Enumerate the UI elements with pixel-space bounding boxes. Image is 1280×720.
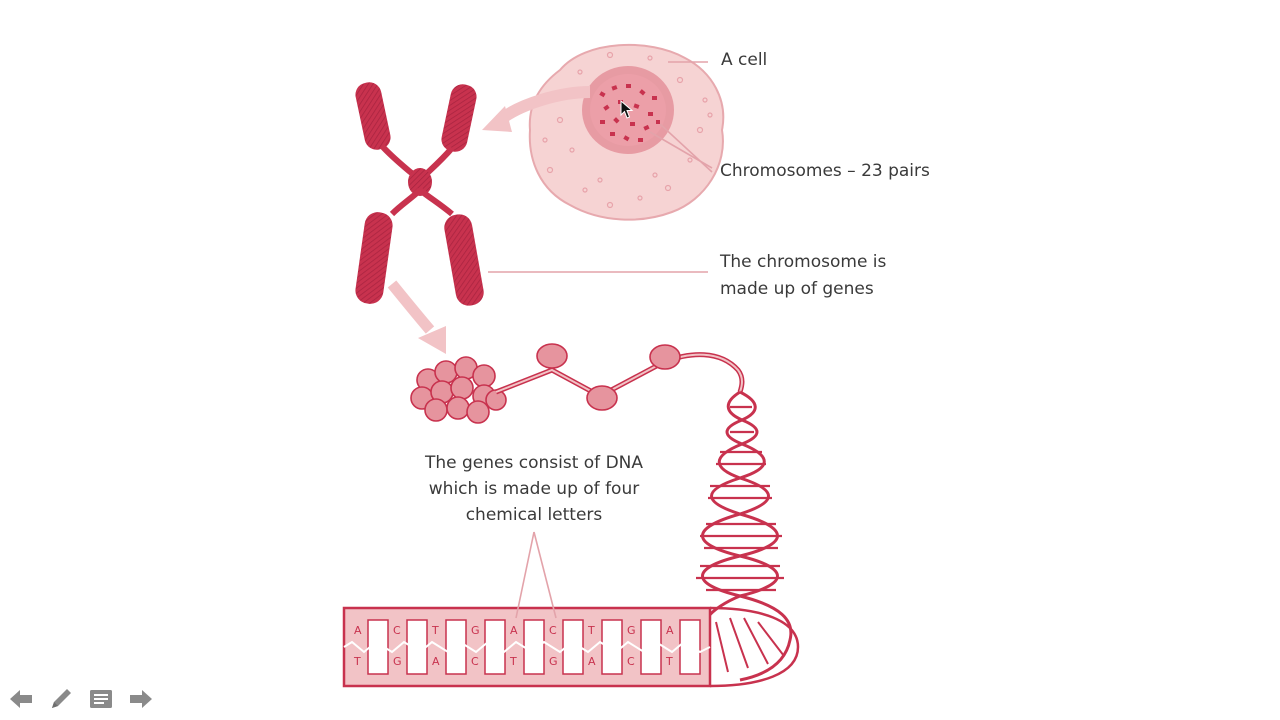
previous-slide-button[interactable] xyxy=(6,684,36,714)
dna-top-letter: A xyxy=(510,624,518,637)
leader-lines xyxy=(488,61,713,619)
pencil-icon xyxy=(52,689,71,708)
dna-label-line3: chemical letters xyxy=(465,505,603,525)
mouse-cursor-icon xyxy=(620,100,634,119)
arrow-left-icon xyxy=(10,690,32,708)
dna-top-letter: G xyxy=(627,624,636,637)
dna-helix xyxy=(696,390,793,682)
dna-bottom-letter: G xyxy=(393,655,402,668)
chromosomes-label: Chromosomes – 23 pairs xyxy=(720,161,930,181)
dna-bottom-letter: T xyxy=(666,655,673,668)
dna-label-line1: The genes consist of DNA xyxy=(424,453,644,473)
pen-tool-button[interactable] xyxy=(46,684,76,714)
arrow-right-icon xyxy=(130,690,152,708)
chromosome-illustration xyxy=(355,82,484,306)
chromosome-genes-label-line1: The chromosome is xyxy=(720,252,887,272)
cell-illustration xyxy=(528,43,725,221)
menu-icon xyxy=(90,690,112,708)
dna-bottom-letter: T xyxy=(510,655,517,668)
slide-menu-button[interactable] xyxy=(86,684,116,714)
dna-bottom-letter: C xyxy=(627,655,635,668)
dna-ladder xyxy=(342,606,800,688)
dna-top-letter: G xyxy=(471,624,480,637)
dna-label-line2: which is made up of four xyxy=(428,479,640,499)
dna-top-letter: C xyxy=(393,624,401,637)
dna-top-letter: C xyxy=(549,624,557,637)
slide-controls xyxy=(6,684,156,714)
dna-bottom-letter: C xyxy=(471,655,479,668)
dna-top-letter: A xyxy=(666,624,674,637)
chromosome-to-genes-arrow xyxy=(387,280,435,334)
dna-bottom-letter: A xyxy=(588,655,596,668)
chromosome-genes-label-line2: made up of genes xyxy=(720,279,874,299)
next-slide-button[interactable] xyxy=(126,684,156,714)
dna-bottom-letter: G xyxy=(549,655,558,668)
dna-top-letter: T xyxy=(588,624,595,637)
dna-bottom-letter: A xyxy=(432,655,440,668)
dna-bottom-letter: T xyxy=(354,655,361,668)
gene-cluster xyxy=(410,343,745,424)
dna-top-letter: A xyxy=(354,624,362,637)
dna-top-letter: T xyxy=(432,624,439,637)
cell-label: A cell xyxy=(721,50,768,70)
